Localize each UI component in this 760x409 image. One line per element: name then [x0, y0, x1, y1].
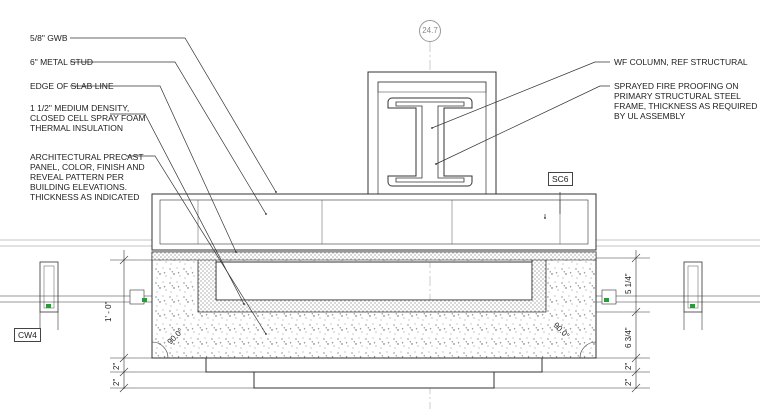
dim-left-top: 1' - 0": [104, 301, 113, 322]
note-fireproofing: SPRAYED FIRE PROOFING ON PRIMARY STRUCTU…: [614, 81, 758, 121]
leader-lines-right: [431, 61, 610, 219]
precast-panel: [151, 251, 597, 359]
tag-sc6: SC6: [548, 172, 573, 186]
note-spray-foam: 1 1/2" MEDIUM DENSITY, CLOSED CELL SPRAY…: [30, 103, 146, 133]
dim-right-mid: 6 3/4": [624, 327, 633, 348]
reveal-upper: [205, 357, 543, 373]
angle-arc-right: [579, 341, 597, 359]
note-precast-panel: ARCHITECTURAL PRECAST PANEL, COLOR, FINI…: [30, 152, 145, 202]
angle-arc-left: [151, 341, 169, 359]
dim-right-mid2: 2": [624, 362, 633, 370]
dim-left-mid: 2": [112, 362, 121, 370]
note-wf-column: WF COLUMN, REF STRUCTURAL: [614, 57, 748, 67]
leader-lines-left: [70, 37, 277, 335]
dimension-lines-right: [494, 250, 650, 393]
note-edge-of-slab: EDGE OF SLAB LINE: [30, 81, 114, 91]
dimension-lines-left: [110, 250, 254, 393]
stud-wall: [151, 193, 597, 251]
dim-right-top: 5 1/4": [624, 273, 633, 294]
note-gwb: 5/8" GWB: [30, 33, 68, 43]
curtain-wall-right: [596, 261, 760, 330]
tag-cw4: CW4: [14, 328, 41, 342]
curtain-wall-left: [0, 261, 152, 330]
wf-column: [387, 97, 473, 187]
dim-left-bot: 2": [112, 378, 121, 386]
note-metal-stud: 6" METAL STUD: [30, 57, 93, 67]
grid-bubble: 24.7: [419, 20, 441, 42]
dim-right-bot: 2": [624, 378, 633, 386]
reveal-lower: [253, 371, 495, 389]
